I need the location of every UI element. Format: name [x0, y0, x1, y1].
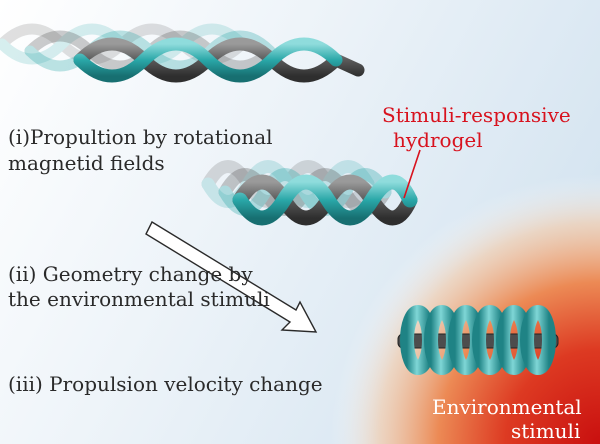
- step1-label-line1: (i)Propultion by rotational: [8, 125, 273, 149]
- environmental-stimuli-label-line1: Environmental: [432, 395, 582, 419]
- hydrogel-label-line2: hydrogel: [393, 128, 483, 152]
- hydrogel-label-line1: Stimuli-responsive: [382, 103, 571, 127]
- helix-top: [0, 23, 365, 83]
- step1-label-line2: magnetid fields: [8, 151, 165, 175]
- transition-arrow: [145, 221, 318, 333]
- helix-coiled: [397, 305, 559, 375]
- step2-label-line2: the environmental stimuli: [8, 287, 270, 311]
- helix-middle: [201, 160, 418, 226]
- step2-label-line1: (ii) Geometry change by: [8, 262, 253, 286]
- hydrogel-pointer-line: [403, 149, 421, 199]
- step3-label: (iii) Propulsion velocity change: [8, 372, 323, 396]
- environmental-stimuli-label-line2: stimuli: [511, 419, 581, 443]
